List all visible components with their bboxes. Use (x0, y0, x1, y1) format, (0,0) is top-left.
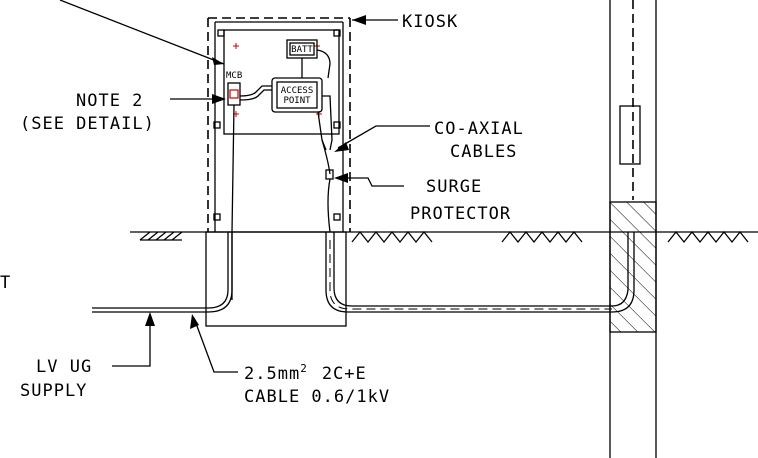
mcb-label: MCB (226, 71, 242, 81)
lv-label-2: SUPPLY (20, 381, 87, 401)
coaxial-label-2: CABLES (450, 142, 517, 162)
ground-hatch-1 (139, 231, 183, 241)
equipment-backplate (223, 29, 340, 135)
ground-hatch-4 (667, 230, 749, 244)
pole-junction-box (619, 105, 641, 165)
leader-surge (338, 177, 404, 187)
surge-label-1: SURGE (426, 177, 482, 197)
kiosk-label: KIOSK (402, 12, 458, 32)
ground-line (130, 230, 758, 244)
ground-hatch-2 (351, 230, 433, 244)
leader-mcb (59, 0, 225, 65)
underground-cables (92, 232, 635, 313)
surge-label-2: PROTECTOR (410, 204, 511, 224)
coaxial-label-1: CO-AXIAL (434, 119, 524, 139)
note2-label-2: (SEE DETAIL) (20, 114, 155, 134)
cable-label-2: CABLE 0.6/1kV (244, 387, 390, 407)
battery-label: BATT (291, 45, 313, 55)
access-point-label-2: POINT (283, 96, 311, 106)
lv-label-1: LV UG (36, 357, 92, 377)
mcb-breaker: MCB (226, 71, 242, 106)
bolt-icons (213, 29, 341, 221)
pole (609, 0, 657, 458)
pole-foundation (609, 201, 657, 333)
leader-lv (112, 314, 151, 367)
leader-cable (193, 317, 238, 373)
access-point-label-1: ACCESS (281, 86, 314, 96)
access-point-box: ACCESS POINT (271, 77, 323, 113)
note2-label-1: NOTE 2 (76, 91, 143, 111)
partial-left-label: T (0, 273, 11, 293)
battery-box: BATT (286, 39, 318, 59)
ground-hatch-3 (501, 230, 583, 244)
leader-coaxial (337, 125, 430, 149)
surge-protector (325, 169, 334, 233)
kiosk-enclosure (205, 17, 351, 327)
